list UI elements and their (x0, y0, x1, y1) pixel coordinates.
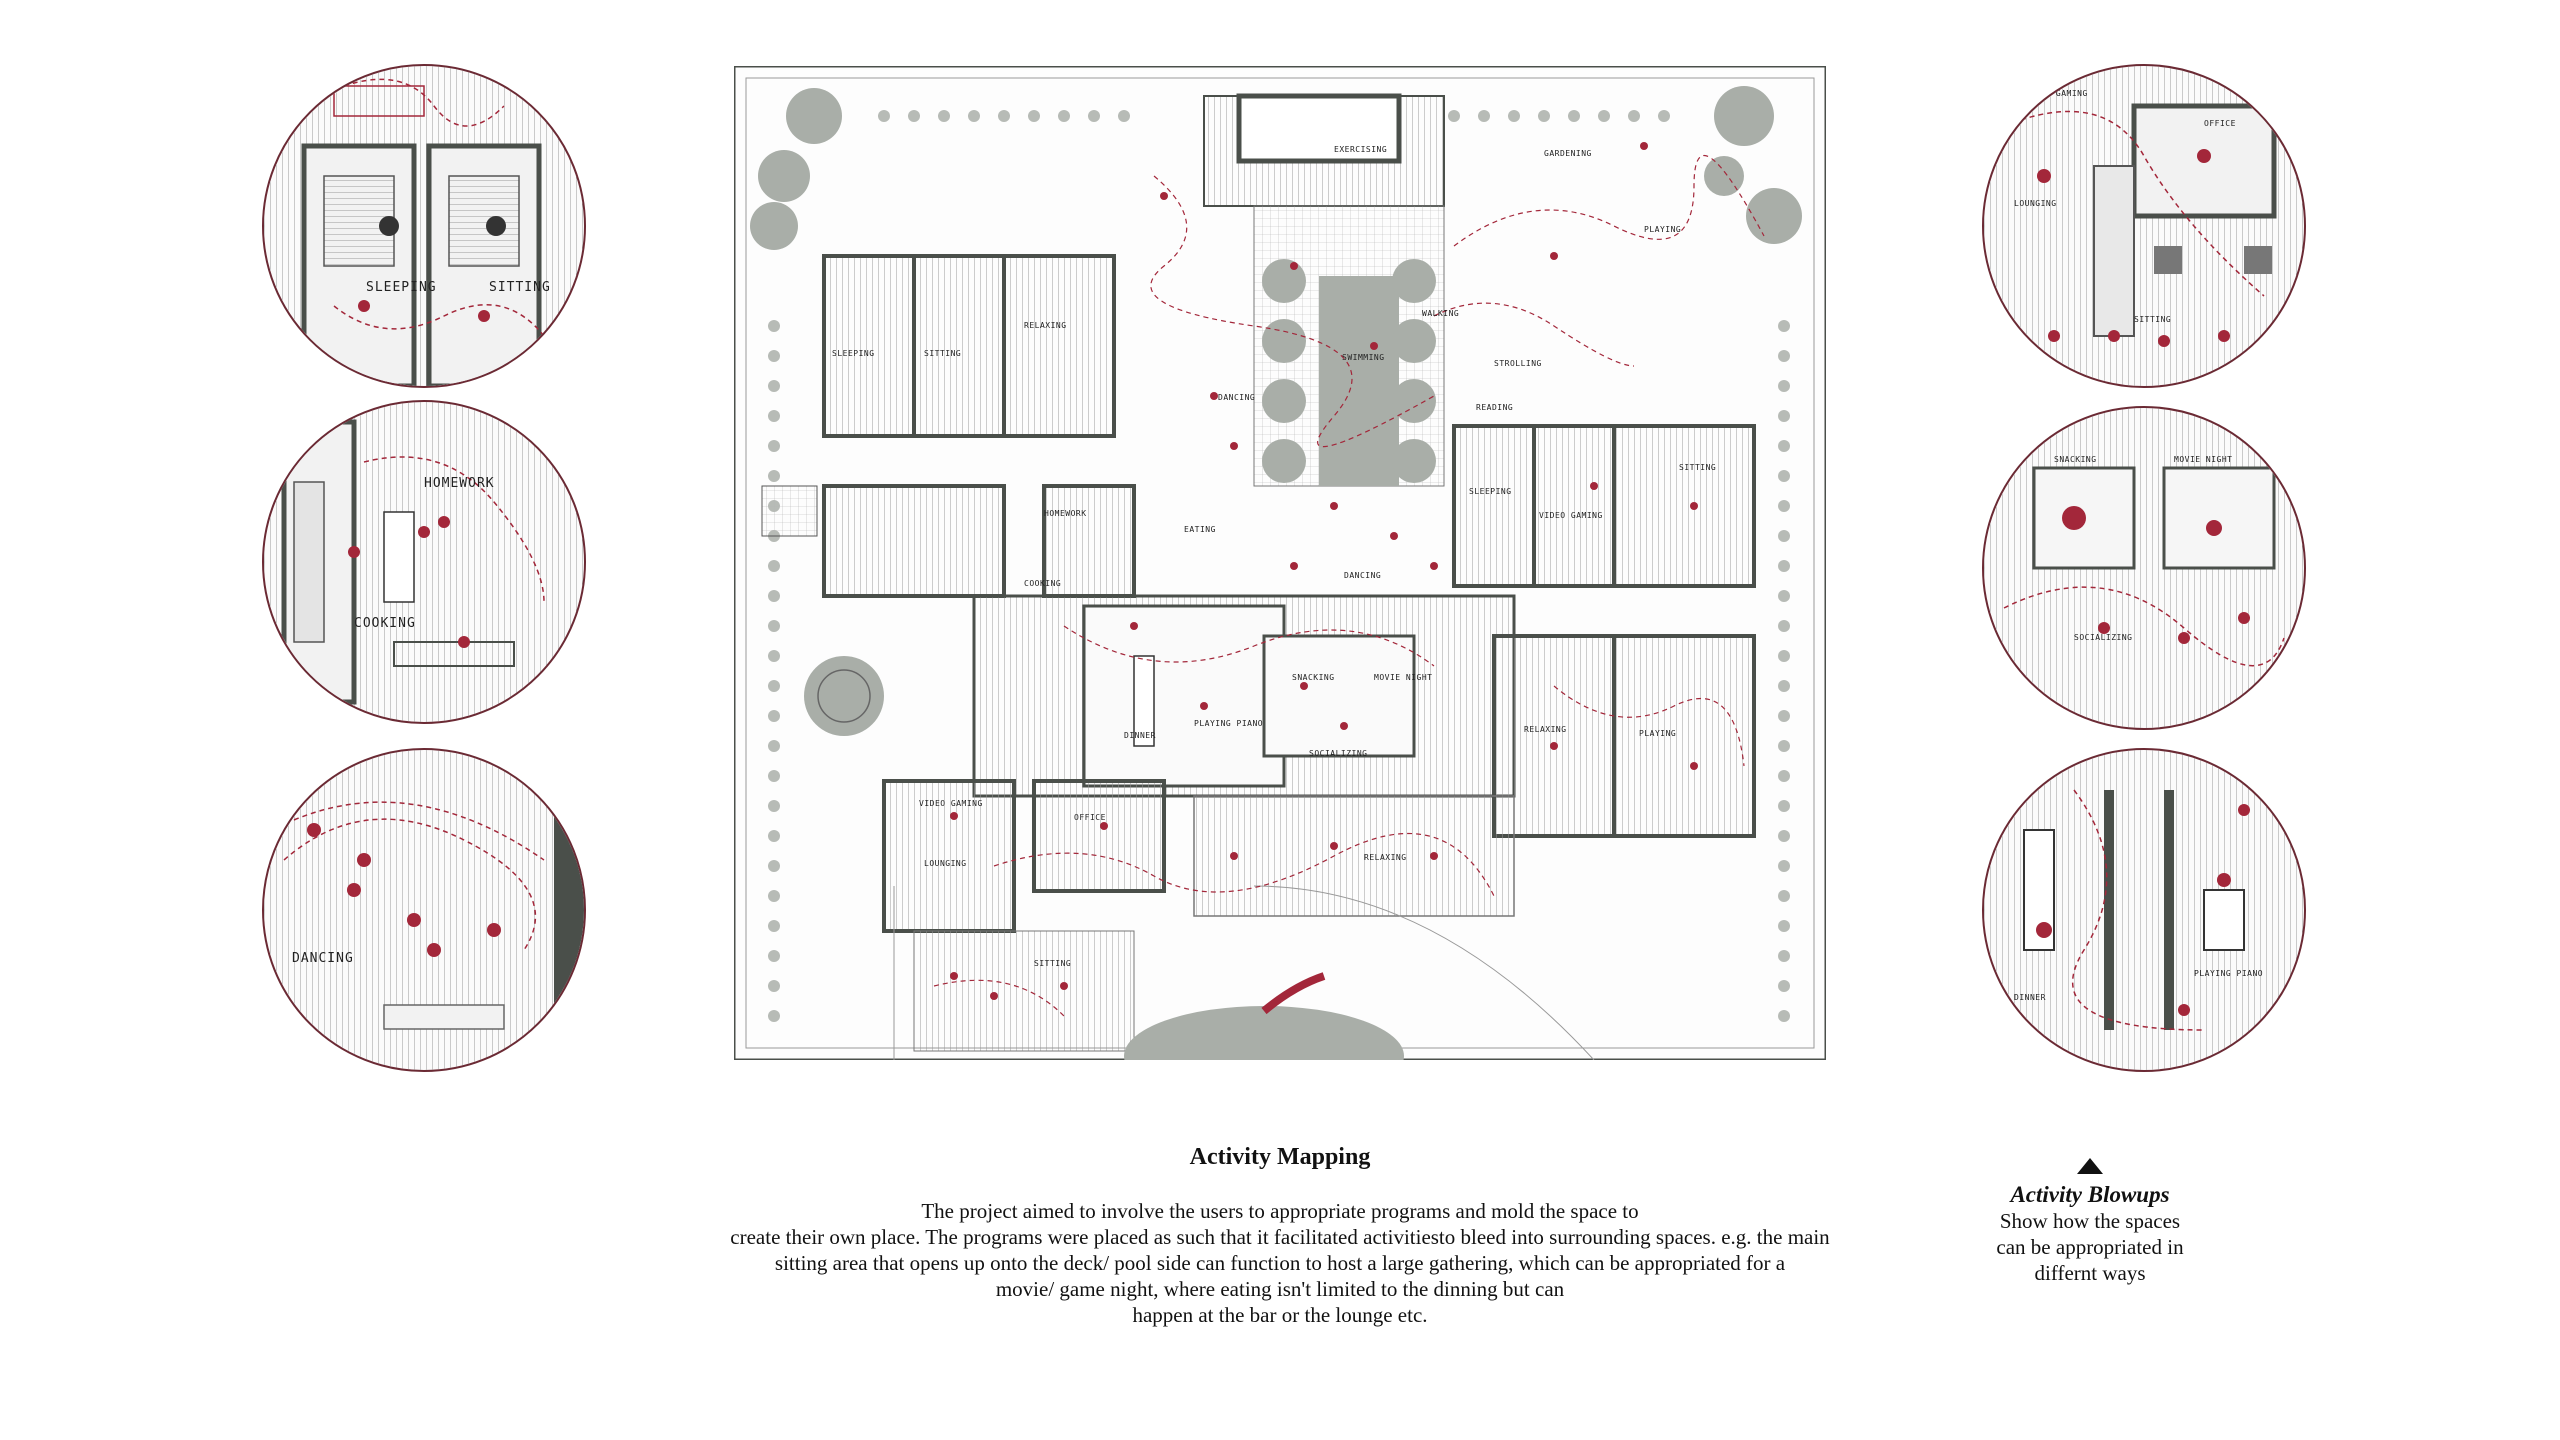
plan-label-walking: WALKING (1422, 309, 1459, 318)
blowup-label-playing-piano: PLAYING PIANO (2194, 969, 2263, 978)
plan-label-video-gaming-b: VIDEO GAMING (919, 799, 983, 808)
plan-label-sleeping-a: SLEEPING (832, 349, 875, 358)
plan-label-sitting-b: SITTING (1679, 463, 1716, 472)
blowups-note-title: Activity Blowups (2010, 1182, 2170, 1207)
caption-line: movie/ game night, where eating isn't li… (995, 1277, 1565, 1301)
blowup-circle-sleeping-sitting: SLEEPING SITTING (262, 64, 586, 388)
caption-line: create their own place. The programs wer… (730, 1225, 1830, 1249)
caption-line: The project aimed to involve the users t… (921, 1199, 1639, 1223)
blowups-note-line: Show how the spaces (1999, 1209, 2181, 1233)
blowup-label-snacking: SNACKING (2054, 455, 2097, 464)
plan-label-sleeping-b: SLEEPING (1469, 487, 1512, 496)
blowups-note: Activity Blowups Show how the spaces can… (1990, 1158, 2190, 1286)
plan-label-cooking: COOKING (1024, 579, 1061, 588)
plan-label-eating: EATING (1184, 525, 1216, 534)
plan-label-relaxing-a: RELAXING (1024, 321, 1067, 330)
blowups-note-text: Show how the spaces can be appropriated … (1990, 1208, 2190, 1286)
plan-label-gardening: GARDENING (1544, 149, 1592, 158)
blowup-circle-dancing: DANCING (262, 748, 586, 1072)
blowup-label-sleeping: SLEEPING (366, 280, 437, 295)
plan-label-office: OFFICE (1074, 813, 1106, 822)
blowup-label-dinner: DINNER (2014, 993, 2046, 1002)
blowup-label-lounging: LOUNGING (2014, 199, 2057, 208)
plan-label-movie-night: MOVIE NIGHT (1374, 673, 1432, 682)
blowup-label-office: OFFICE (2204, 119, 2236, 128)
blowup-circle-dinner-piano: DINNER PLAYING PIANO (1982, 748, 2306, 1072)
caption-title: Activity Mapping (1189, 1144, 1371, 1170)
blowups-note-line: differnt ways (2034, 1261, 2146, 1285)
plan-label-dancing: DANCING (1218, 393, 1255, 402)
plan-label-socializing: SOCIALIZING (1309, 749, 1367, 758)
blowup-label-sitting: SITTING (2134, 315, 2171, 324)
blowup-label-video-gaming: VIDEO GAMING (2024, 89, 2088, 98)
plan-label-dancing-b: DANCING (1344, 571, 1381, 580)
blowups-note-line: can be appropriated in (1996, 1235, 2184, 1259)
plan-label-sitting-a: SITTING (924, 349, 961, 358)
plan-label-playing-piano: PLAYING PIANO (1194, 719, 1263, 728)
plan-label-reading: READING (1476, 403, 1513, 412)
blowup-circle-office-lounging: VIDEO GAMING OFFICE LOUNGING SITTING (1982, 64, 2306, 388)
plan-label-strolling: STROLLING (1494, 359, 1542, 368)
plan-label-dinner: DINNER (1124, 731, 1156, 740)
plan-label-snacking: SNACKING (1292, 673, 1335, 682)
blowup-circle-homework-cooking: HOMEWORK COOKING (262, 400, 586, 724)
plan-label-playing-b: PLAYING (1639, 729, 1676, 738)
blowup-label-sitting: SITTING (489, 280, 551, 295)
plan-label-video-gaming-a: VIDEO GAMING (1539, 511, 1603, 520)
triangle-up-icon (2077, 1158, 2103, 1174)
plan-label-playing-top: PLAYING (1644, 225, 1681, 234)
plan-label-relaxing-c: RELAXING (1364, 853, 1407, 862)
plan-label-exercising: EXERCISING (1334, 145, 1387, 154)
blowup-label-dancing: DANCING (292, 951, 354, 966)
site-plan: EXERCISING GARDENING PLAYING WALKING STR… (734, 66, 1826, 1060)
blowup-label-cooking: COOKING (354, 616, 416, 631)
plan-label-relaxing-b: RELAXING (1524, 725, 1567, 734)
plan-label-sitting-c: SITTING (1034, 959, 1071, 968)
blowup-label-homework: HOMEWORK (424, 476, 495, 491)
plan-label-swimming: SWIMMING (1342, 353, 1385, 362)
caption-description: The project aimed to involve the users t… (640, 1198, 1920, 1328)
blowup-circle-snacking-movie: SNACKING MOVIE NIGHT SOCIALIZING (1982, 406, 2306, 730)
caption-line: sitting area that opens up onto the deck… (774, 1251, 1786, 1275)
plan-label-homework: HOMEWORK (1044, 509, 1087, 518)
caption-line: happen at the bar or the lounge etc. (1132, 1303, 1428, 1327)
blowup-label-movie-night: MOVIE NIGHT (2174, 455, 2232, 464)
plan-label-lounging: LOUNGING (924, 859, 967, 868)
blowup-label-socializing: SOCIALIZING (2074, 633, 2132, 642)
